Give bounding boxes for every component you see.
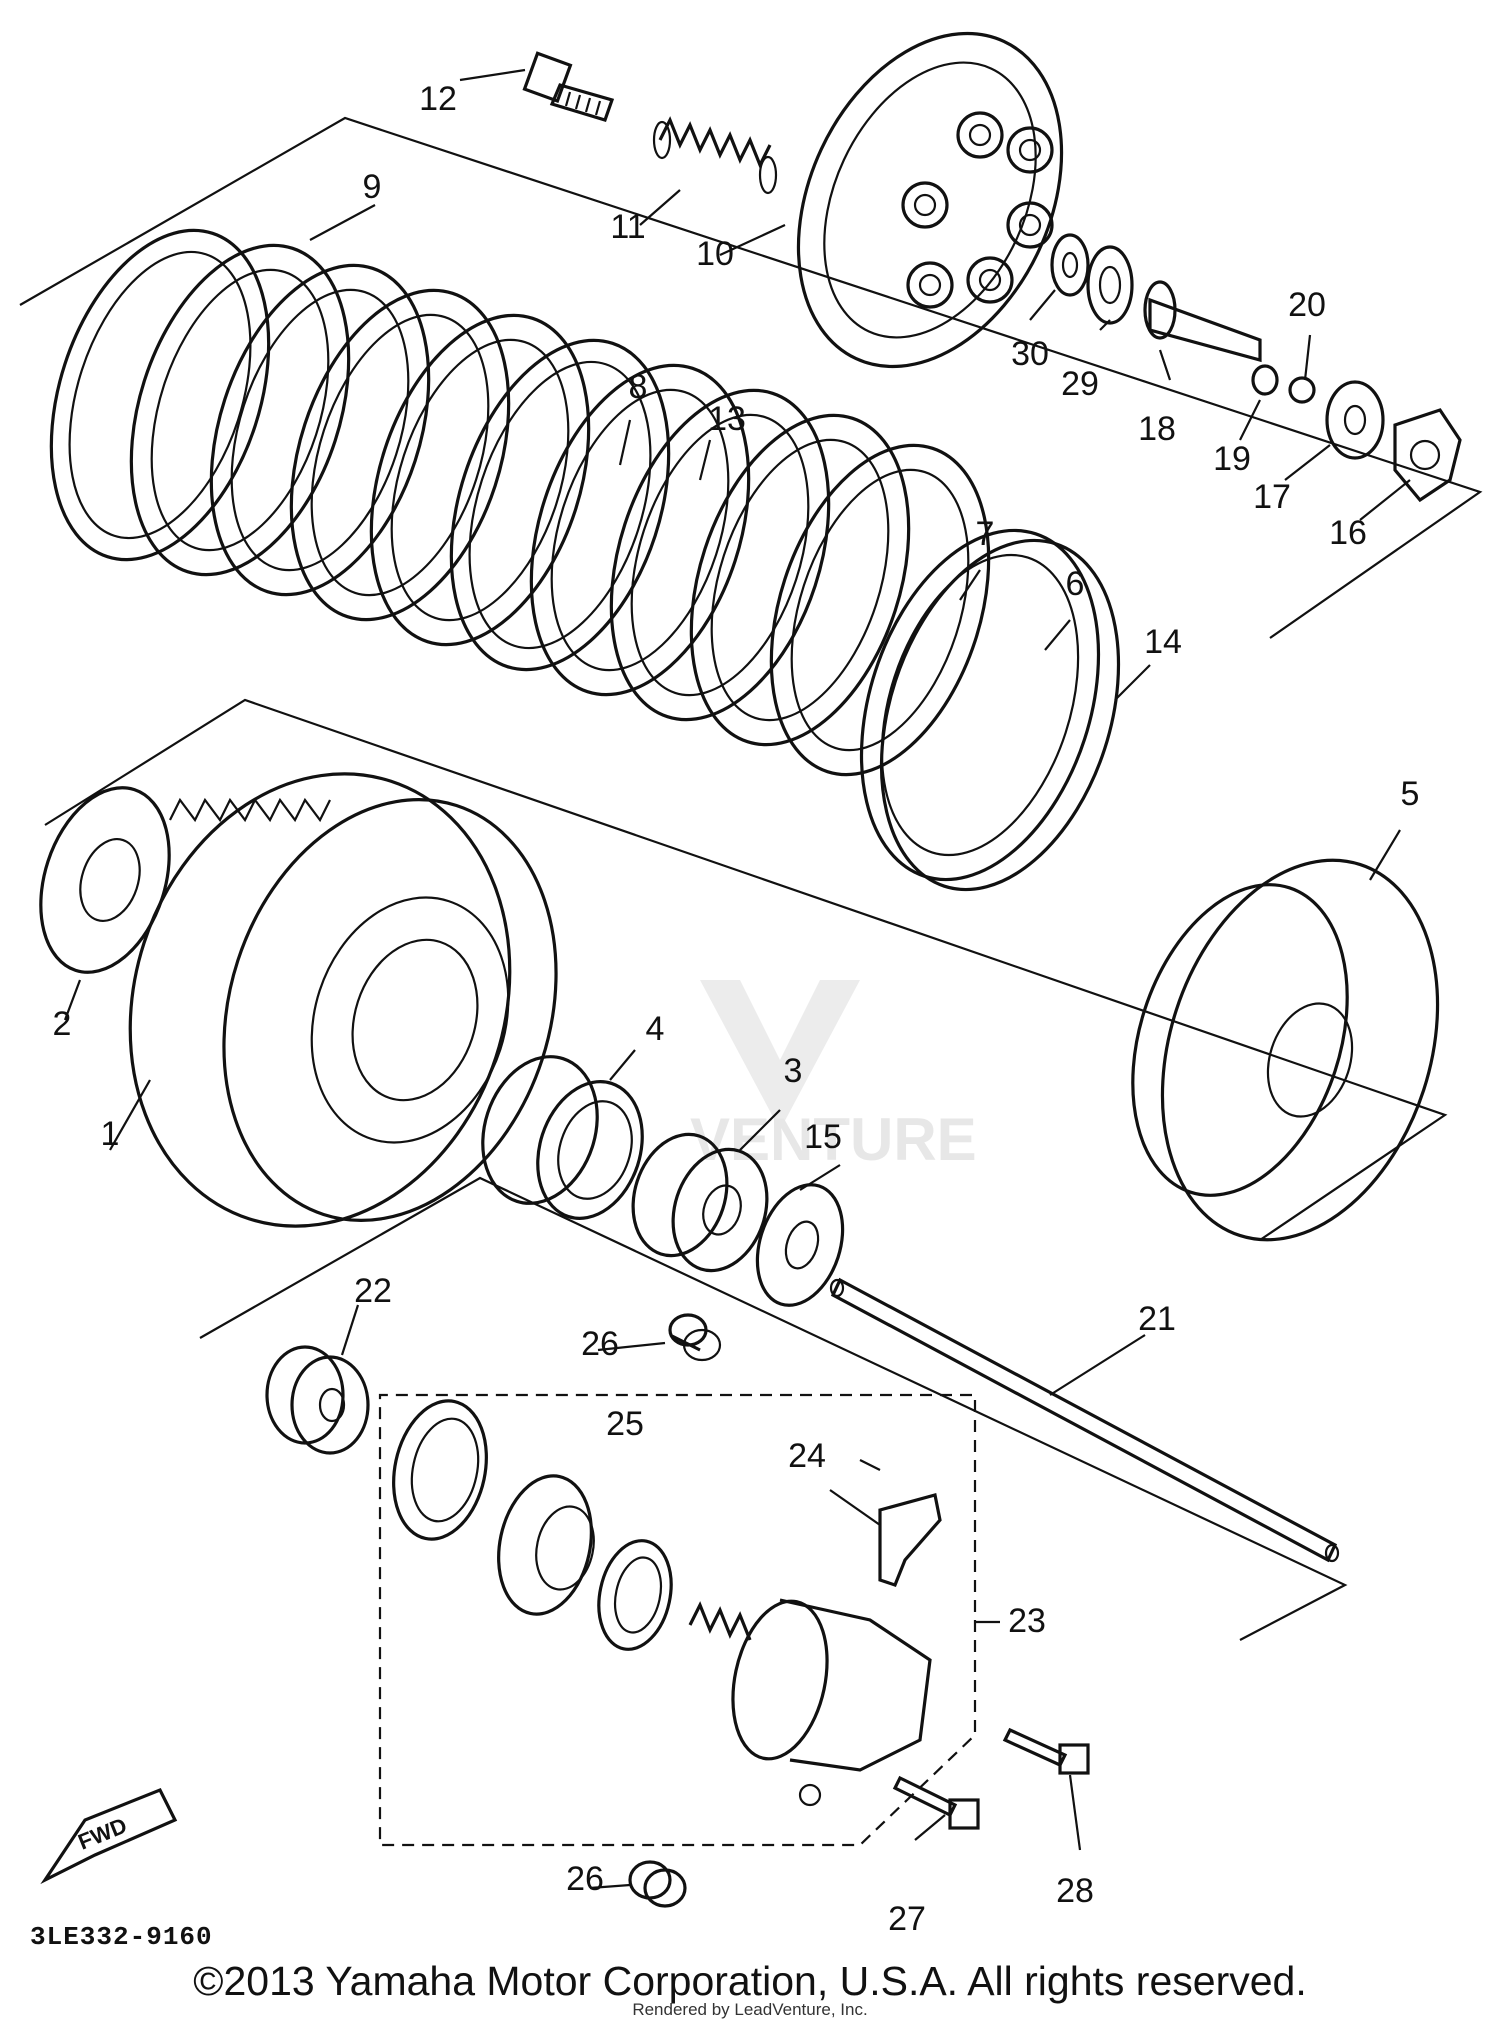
spacer (631, 1132, 769, 1273)
document-code: 3LE332-9160 (30, 1922, 213, 1952)
callout-19: 19 (1213, 440, 1251, 478)
callout-14: 14 (1144, 623, 1182, 661)
callout-18: 18 (1138, 410, 1176, 448)
callout-29: 29 (1061, 365, 1099, 403)
dowel-pin-lower (628, 1860, 687, 1908)
bolt-27 (892, 1775, 980, 1830)
callout-21: 21 (1138, 1300, 1176, 1338)
thrust-washer (39, 786, 171, 974)
callout-4: 4 (646, 1010, 665, 1048)
clutch-plate-7 (689, 413, 911, 747)
watermark-logo: VENTURE (690, 980, 977, 1173)
callout-23: 23 (1008, 1602, 1046, 1640)
callout-25: 25 (606, 1405, 644, 1443)
lower-group-outline (199, 1176, 1348, 1641)
push-rod-21 (829, 1277, 1340, 1563)
friction-plate-8 (449, 338, 671, 672)
push-rod-parts (1050, 233, 1462, 503)
callout-15: 15 (804, 1118, 842, 1156)
friction-plate-6 (859, 528, 1101, 882)
ball-19 (1251, 364, 1279, 396)
thrust-washer-15 (755, 1183, 845, 1307)
needle-bearing (481, 1055, 644, 1220)
callout-26: 26 (566, 1860, 604, 1898)
bolt-28 (1002, 1727, 1090, 1775)
clutch-boss (1131, 858, 1440, 1242)
callout-labels: 1234567891011121314151617181920212223242… (53, 80, 1420, 1938)
push-rod-18 (1148, 297, 1262, 363)
rendered-by-note: Rendered by LeadVenture, Inc. (632, 2000, 868, 2019)
friction-plate-14 (879, 538, 1121, 892)
callout-10: 10 (696, 235, 734, 273)
dowel-pin-upper (668, 1313, 722, 1362)
clutch-spring (652, 116, 778, 195)
callout-12: 12 (419, 80, 457, 118)
callout-5: 5 (1401, 775, 1420, 813)
callout-17: 17 (1253, 478, 1291, 516)
callout-28: 28 (1056, 1872, 1094, 1910)
callout-9: 9 (363, 168, 382, 206)
callout-7: 7 (976, 515, 995, 553)
release-cylinder-box (378, 1393, 977, 1847)
callout-27: 27 (888, 1900, 926, 1938)
clutch-spring-bolt (522, 51, 615, 122)
washer-30 (1050, 233, 1090, 297)
pressure-plate (796, 31, 1064, 369)
callout-26: 26 (581, 1325, 619, 1363)
leader-lines (63, 68, 1411, 1890)
clutch-housing (128, 772, 558, 1228)
bearing-29 (1086, 245, 1134, 325)
copyright-notice: ©2013 Yamaha Motor Corporation, U.S.A. A… (193, 1958, 1307, 2004)
callout-1: 1 (101, 1115, 120, 1153)
watermark-text: VENTURE (690, 1106, 977, 1173)
clutch-plate-stack (49, 228, 1121, 892)
nut-17 (1325, 380, 1385, 460)
release-cylinder-kit (392, 1399, 752, 1651)
upper-group-outline (19, 116, 1483, 639)
callout-30: 30 (1011, 335, 1049, 373)
clutch-plate-13 (529, 363, 751, 697)
callout-2: 2 (53, 1005, 72, 1043)
callout-13: 13 (708, 400, 746, 438)
callout-8: 8 (629, 368, 648, 406)
fwd-label: FWD (75, 1813, 131, 1855)
ball-20 (1288, 376, 1316, 404)
middle-group-outline (44, 698, 1448, 1241)
callout-3: 3 (784, 1052, 803, 1090)
callout-20: 20 (1288, 286, 1326, 324)
callout-6: 6 (1066, 565, 1085, 603)
callout-22: 22 (354, 1272, 392, 1310)
callout-16: 16 (1329, 514, 1367, 552)
callout-24: 24 (788, 1437, 826, 1475)
oil-seal-22 (265, 1345, 370, 1455)
lock-washer-16 (1393, 408, 1462, 503)
callout-11: 11 (610, 208, 645, 246)
friction-plate-9 (49, 228, 271, 562)
bleed-screw (878, 1493, 942, 1587)
fwd-arrow-icon: FWD (40, 1787, 178, 1885)
release-cylinder-body (731, 1598, 932, 1807)
